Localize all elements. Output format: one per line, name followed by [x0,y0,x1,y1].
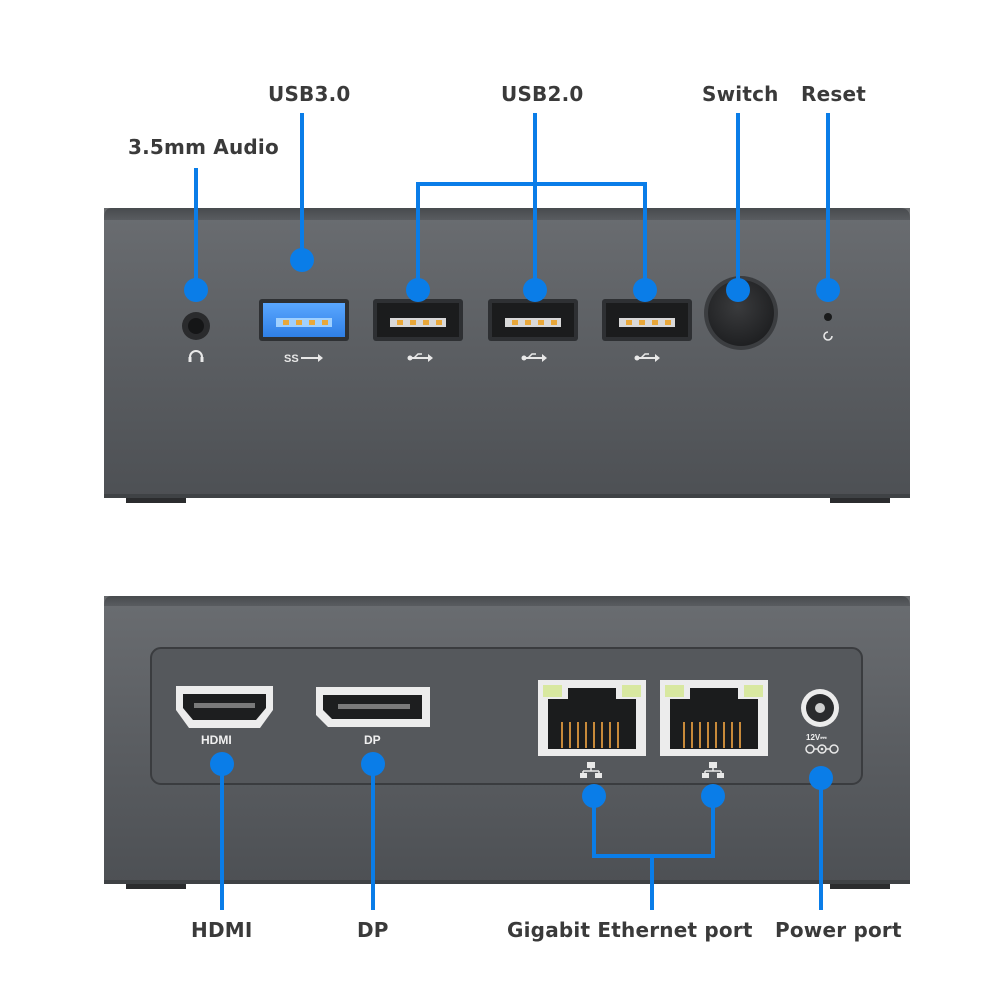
label-usb2: USB2.0 [501,82,584,106]
audio-jack[interactable] [182,312,210,340]
label-usb3: USB3.0 [268,82,351,106]
label-hdmi: HDMI [191,918,253,942]
usb-icon [407,353,433,362]
label-audio: 3.5mm Audio [128,135,279,159]
callout-lines [194,113,830,910]
label-dp: DP [357,918,389,942]
hdmi-port-marking: HDMI [201,733,232,747]
usb-icon [521,353,547,362]
hdmi-port[interactable] [176,686,273,728]
label-reset: Reset [801,82,866,106]
superspeed-usb-icon: SS [284,353,323,365]
label-switch: Switch [702,82,779,106]
polarity-icon [805,744,839,754]
usb3-port[interactable] [259,299,349,341]
reset-icon [823,331,833,341]
usb2-port-2[interactable] [488,299,578,341]
callout-dots [184,248,840,808]
ethernet-port-2[interactable] [660,680,768,756]
front-chassis [104,208,910,503]
dp-port-marking: DP [364,733,381,747]
usb-icon [634,353,660,362]
dc-power-jack[interactable] [801,689,839,727]
label-ethernet: Gigabit Ethernet port [507,918,753,942]
svg-text:SS: SS [284,353,299,365]
network-icon [702,762,724,778]
displayport-port[interactable] [316,687,430,727]
reset-button[interactable] [824,313,832,321]
power-switch[interactable] [704,276,778,350]
usb2-port-3[interactable] [602,299,692,341]
ethernet-port-1[interactable] [538,680,646,756]
usb2-port-1[interactable] [373,299,463,341]
label-power: Power port [775,918,902,942]
network-icon [580,762,602,778]
voltage-marking: 12V⎓ [806,733,827,742]
headphone-icon [188,350,204,362]
